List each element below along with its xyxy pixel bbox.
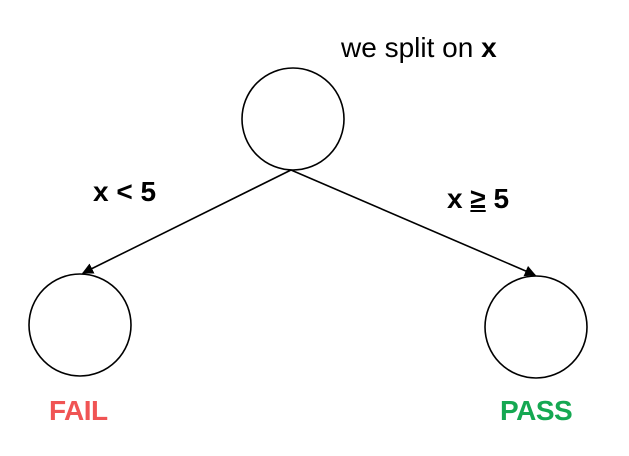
right-edge-label-value: 5	[485, 183, 510, 214]
pass-label: PASS	[500, 395, 573, 426]
right-edge-label-operator: ≥	[470, 183, 486, 214]
right-edge-label-var: x	[447, 183, 471, 214]
left-leaf-node	[28, 273, 132, 377]
right-branch-edge	[290, 169, 537, 277]
split-caption: we split on x	[341, 32, 497, 64]
left-branch-edge	[81, 169, 292, 274]
right-leaf-node	[484, 275, 588, 379]
right-edge-label: x ≥ 5	[447, 183, 509, 215]
root-node	[241, 67, 345, 171]
split-variable: x	[481, 32, 497, 63]
fail-label: FAIL	[49, 395, 108, 426]
left-edge-label: x < 5	[93, 176, 157, 207]
split-caption-prefix: we split on	[341, 32, 482, 63]
